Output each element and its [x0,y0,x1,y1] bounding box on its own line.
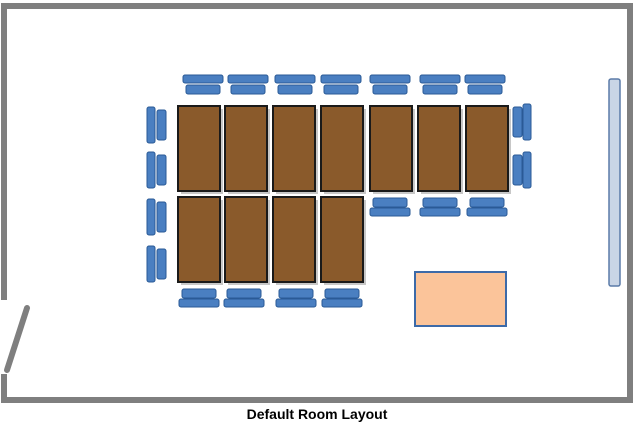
table [224,105,270,194]
chair [146,151,167,189]
table-top [320,105,364,192]
chair-seat [422,84,458,95]
chair [146,198,167,236]
chair [182,74,224,95]
chair-back [182,74,224,84]
chair-seat [512,154,523,186]
chair-seat [422,197,458,208]
chair [320,74,362,95]
chair [321,288,363,308]
chair [466,197,508,217]
chair [512,103,532,141]
table-top [465,105,509,192]
chair-back [178,298,220,308]
chair-back [419,207,461,217]
chair [419,197,461,217]
chair [464,74,506,95]
chair-back [522,151,532,189]
chair [369,74,411,95]
chair [146,245,167,283]
chair-back [146,198,156,236]
room-fixtures [414,78,621,327]
chair [223,288,265,308]
room-walls [1,3,633,403]
chairs [146,74,532,308]
chair-back [227,74,269,84]
chair-seat [156,154,167,186]
chair-back [320,74,362,84]
table-top [369,105,413,192]
chair-back [464,74,506,84]
table-top [272,196,316,283]
table [320,105,366,194]
table [369,105,415,194]
table-top [177,105,221,192]
chair [274,74,316,95]
chair [275,288,317,308]
table-top [320,196,364,283]
chair-back [522,103,532,141]
chair-back [369,74,411,84]
chair [227,74,269,95]
chair [178,288,220,308]
tables [177,105,511,285]
chair [512,151,532,189]
chair-seat [277,84,313,95]
chair [369,197,411,217]
chair-seat [230,84,266,95]
chair-seat [156,201,167,233]
table-top [272,105,316,192]
table [177,105,223,194]
chair-back [146,151,156,189]
chair-back [146,245,156,283]
chair-seat [156,109,167,141]
chair-back [146,106,156,144]
room-wall [1,3,633,403]
chair [146,106,167,144]
door [4,305,30,373]
table-top [177,196,221,283]
chair-back [321,298,363,308]
chair-back [419,74,461,84]
table [272,196,318,285]
table-top [224,105,268,192]
table [465,105,511,194]
chair-seat [278,288,314,299]
projection-screen [608,78,621,287]
chair-back [466,207,508,217]
table [320,196,366,285]
chair [419,74,461,95]
table-top [417,105,461,192]
chair-back [274,74,316,84]
chair-seat [469,197,505,208]
chair-back [223,298,265,308]
table [224,196,270,285]
chair-seat [323,84,359,95]
presenter-table [414,271,507,327]
chair-seat [226,288,262,299]
chair-seat [324,288,360,299]
chair-seat [156,248,167,280]
chair-seat [372,84,408,95]
table-top [224,196,268,283]
table [417,105,463,194]
table [177,196,223,285]
chair-back [369,207,411,217]
diagram-caption: Default Room Layout [246,406,388,422]
chair-back [275,298,317,308]
chair-seat [512,106,523,138]
chair-seat [185,84,221,95]
chair-seat [372,197,408,208]
chair-seat [181,288,217,299]
chair-seat [467,84,503,95]
table [272,105,318,194]
